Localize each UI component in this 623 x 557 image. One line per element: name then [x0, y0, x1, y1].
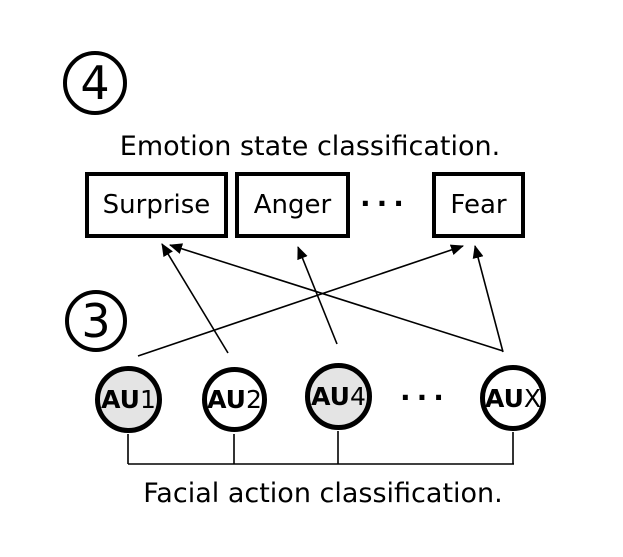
au2-suffix: 2 — [245, 385, 262, 414]
au4-suffix: 4 — [349, 382, 366, 411]
au-node-au4: AU4 — [305, 363, 372, 430]
aux-prefix: AU — [484, 383, 524, 413]
emotion-box-fear: Fear — [432, 172, 525, 238]
emotion-box-surprise: Surprise — [85, 172, 228, 238]
au4-prefix: AU — [311, 382, 350, 411]
step-4-badge: 4 — [63, 51, 127, 115]
emotion-ellipsis: ··· — [360, 187, 410, 220]
au-node-au2: AU2 — [202, 367, 267, 432]
au-ellipsis: ··· — [400, 381, 450, 414]
au-node-au1: AU1 — [95, 366, 162, 433]
au-node-aux: AUX — [480, 365, 546, 431]
action-section-title: Facial action classification. — [143, 478, 503, 509]
au2-prefix: AU — [207, 385, 246, 414]
arrow-au1-to-fear — [137, 244, 464, 357]
au1-prefix: AU — [101, 385, 140, 414]
arrow-au4-to-anger — [297, 246, 338, 345]
emotion-box-surprise-label: Surprise — [102, 190, 211, 220]
aux-suffix: X — [523, 383, 542, 413]
emotion-box-anger-label: Anger — [253, 190, 332, 220]
arrow-aux-to-surprise — [169, 243, 504, 352]
emotion-box-anger: Anger — [235, 172, 350, 238]
emotion-section-title: Emotion state classification. — [119, 131, 501, 162]
step-3-number: 3 — [81, 294, 111, 348]
arrow-au2-to-surprise — [161, 243, 229, 354]
step-3-badge: 3 — [65, 290, 127, 352]
au1-suffix: 1 — [139, 385, 156, 414]
step-4-number: 4 — [80, 56, 110, 110]
arrow-aux-to-fear — [472, 245, 504, 353]
emotion-box-fear-label: Fear — [450, 190, 507, 220]
